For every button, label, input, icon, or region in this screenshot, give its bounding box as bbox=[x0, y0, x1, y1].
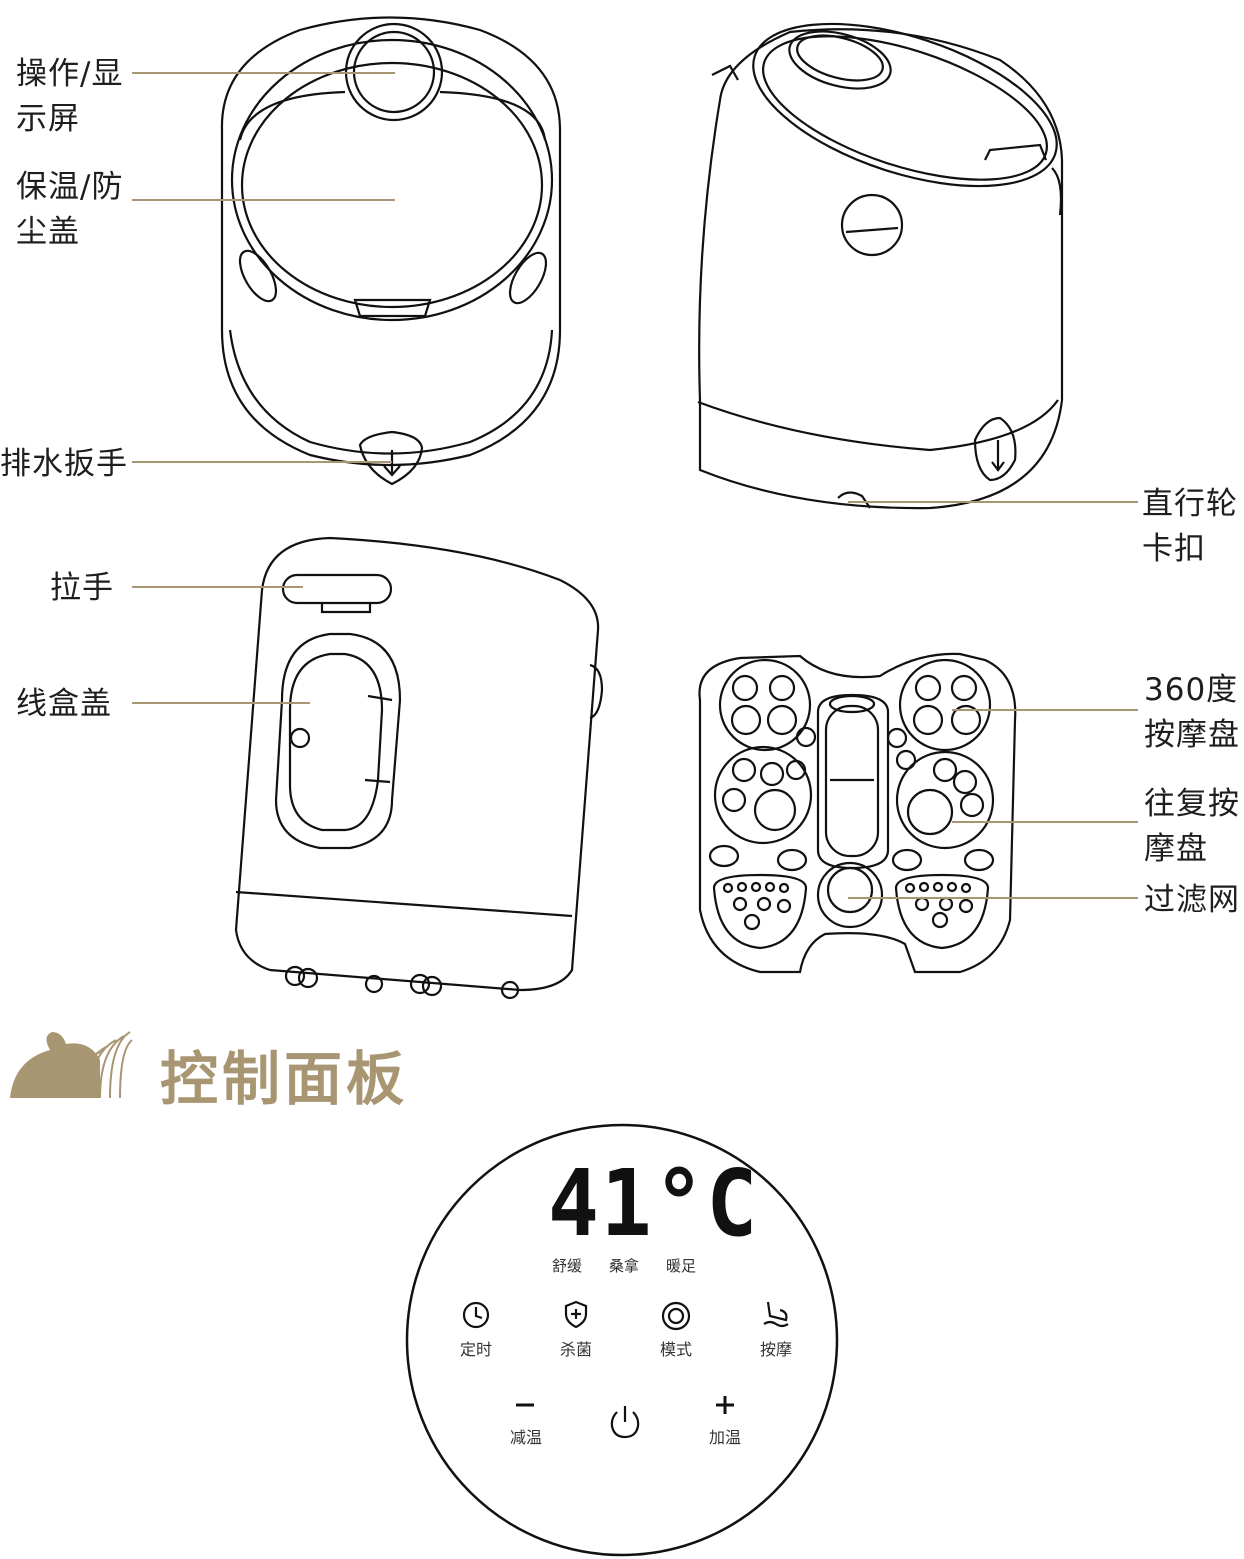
shield-plus-icon bbox=[564, 1300, 588, 1329]
label-display-screen: 操作/显 示屏 bbox=[16, 52, 123, 142]
leader-lines bbox=[132, 72, 1138, 899]
label-lid: 保温/防 尘盖 bbox=[16, 165, 123, 255]
label-line: 按摩盘 bbox=[1144, 716, 1240, 753]
side-view-drawing bbox=[697, 22, 1064, 510]
label-line: 线盒盖 bbox=[16, 686, 112, 722]
label-drain-wrench: 排水扳手 bbox=[0, 442, 128, 487]
mode-warm-feet[interactable]: 暖足 bbox=[666, 1257, 697, 1275]
label-line: 直行轮 bbox=[1142, 486, 1238, 522]
label-wheel-clip: 直行轮 卡扣 bbox=[1142, 482, 1238, 572]
back-view-drawing bbox=[234, 536, 604, 1000]
clock-icon bbox=[462, 1301, 490, 1329]
sterilize-button[interactable]: 杀菌 bbox=[559, 1340, 592, 1359]
label-line: 操作/显 bbox=[16, 56, 124, 92]
label-360-massage-disc: 360度 按摩盘 bbox=[1144, 668, 1240, 758]
decrease-temp-button[interactable]: 减温 bbox=[509, 1428, 542, 1447]
label-line: 尘盖 bbox=[16, 213, 80, 250]
control-panel-outline bbox=[405, 1123, 839, 1557]
label-line: 360度 bbox=[1144, 672, 1239, 708]
label-line: 保温/防 bbox=[16, 169, 124, 205]
mode-button[interactable]: 模式 bbox=[659, 1340, 692, 1359]
label-line: 卡扣 bbox=[1142, 530, 1206, 567]
section-title: 控制面板 bbox=[160, 1045, 409, 1113]
timer-button[interactable]: 定时 bbox=[459, 1340, 492, 1359]
label-handle: 拉手 bbox=[50, 566, 114, 611]
label-line: 排水扳手 bbox=[0, 446, 128, 482]
mode-soothe[interactable]: 舒缓 bbox=[552, 1257, 583, 1275]
increase-temp-button[interactable]: 加温 bbox=[708, 1428, 741, 1447]
tray-top-view-drawing bbox=[698, 652, 1017, 974]
label-reciprocating-massage-disc: 往复按 摩盘 bbox=[1144, 782, 1240, 872]
mode-circle-icon bbox=[661, 1301, 691, 1331]
foot-icon bbox=[763, 1301, 789, 1328]
label-line: 摩盘 bbox=[1144, 830, 1208, 867]
mode-sauna[interactable]: 桑拿 bbox=[609, 1257, 640, 1275]
label-line: 往复按 bbox=[1144, 786, 1240, 822]
label-cable-box-cover: 线盒盖 bbox=[16, 682, 112, 727]
power-icon[interactable] bbox=[610, 1406, 640, 1439]
temperature-display: 41°C bbox=[548, 1150, 760, 1257]
label-line: 过滤网 bbox=[1144, 882, 1240, 918]
label-line: 拉手 bbox=[50, 570, 114, 606]
label-filter: 过滤网 bbox=[1144, 878, 1240, 923]
label-line: 示屏 bbox=[16, 100, 80, 137]
brand-logo-icon bbox=[10, 1031, 133, 1099]
front-view-drawing bbox=[220, 16, 562, 486]
plus-icon[interactable] bbox=[716, 1396, 734, 1414]
massage-button[interactable]: 按摩 bbox=[759, 1340, 792, 1359]
